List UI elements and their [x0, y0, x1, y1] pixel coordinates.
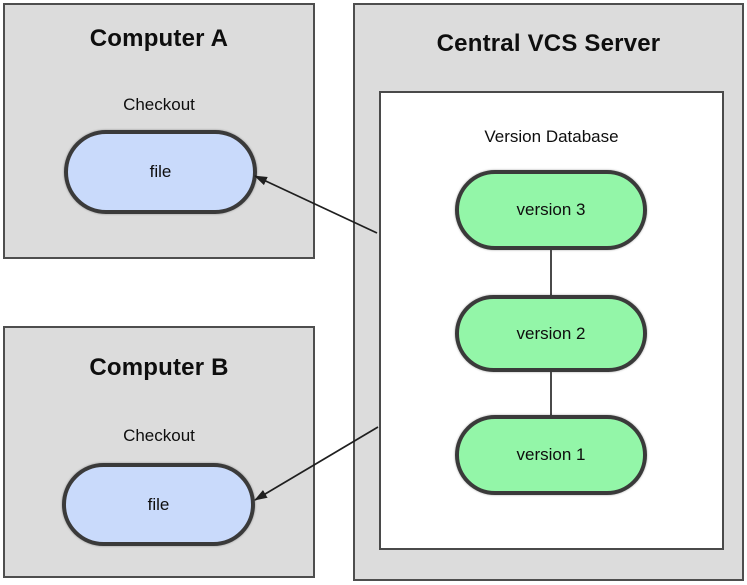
computer-a-file-node: file — [64, 130, 257, 214]
computer-b-file-node: file — [62, 463, 255, 546]
computer-b-title: Computer B — [89, 354, 229, 381]
computer-a-checkout-label: Checkout — [123, 95, 195, 114]
computer-b-checkout-label: Checkout — [123, 426, 195, 445]
version-1-label: version 1 — [516, 445, 586, 464]
computer-a-title: Computer A — [89, 25, 229, 52]
version-connector-3-2 — [550, 250, 552, 297]
central-vcs-server-box: Central VCS Server Version Database vers… — [353, 3, 744, 581]
version-3-node: version 3 — [455, 170, 647, 250]
computer-a-file-label: file — [149, 162, 172, 181]
version-database-title: Version Database — [484, 127, 619, 146]
computer-b-file-label: file — [147, 494, 170, 514]
computer-b-box: Computer B Checkout file — [3, 326, 315, 578]
version-2-label: version 2 — [516, 323, 586, 343]
server-title: Central VCS Server — [436, 30, 661, 57]
version-3-label: version 3 — [516, 200, 586, 219]
version-2-node: version 2 — [455, 295, 647, 372]
version-1-node: version 1 — [455, 415, 647, 495]
version-connector-2-1 — [550, 372, 552, 417]
computer-a-box: Computer A Checkout file — [3, 3, 315, 259]
version-database-box: Version Database version 3 version 2 ver… — [379, 91, 724, 550]
